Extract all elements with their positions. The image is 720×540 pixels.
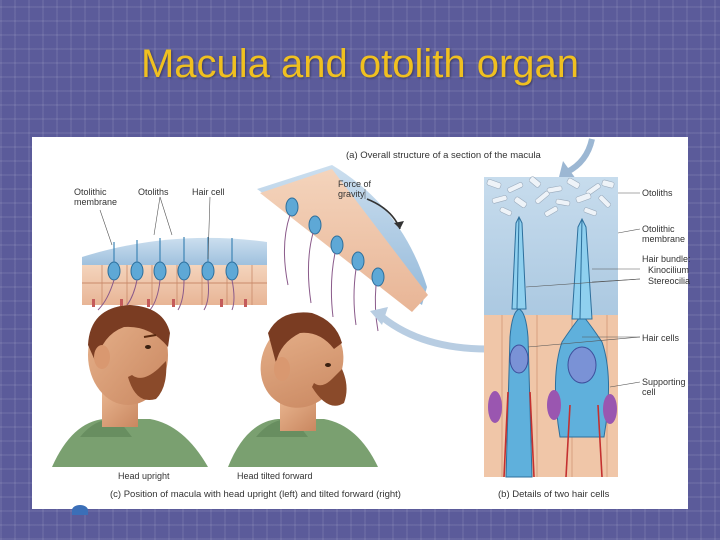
label-otoliths-b: Otoliths	[642, 188, 673, 198]
label-otolithic-membrane: Otolithic membrane	[74, 187, 118, 207]
label-hair-bundle: Hair bundle:	[642, 254, 691, 264]
macula-illustration	[52, 138, 641, 478]
macula-figure: (a) Overall structure of a section of th…	[32, 137, 691, 509]
label-hair-cells: Hair cells	[642, 333, 680, 343]
label-force-of-gravity: Force of gravity	[338, 179, 372, 199]
macula-section-flat	[82, 196, 267, 311]
label-hair-cell: Hair cell	[192, 187, 225, 197]
curved-arrows	[370, 138, 595, 353]
caption-c: (c) Position of macula with head upright…	[110, 489, 401, 500]
head-tilted-illustration	[228, 312, 378, 467]
slide-corner-marker	[72, 505, 88, 515]
caption-a: (a) Overall structure of a section of th…	[346, 150, 541, 161]
caption-b: (b) Details of two hair cells	[498, 489, 610, 500]
label-stereocilia: Stereocilia	[648, 276, 691, 286]
label-head-tilted: Head tilted forward	[237, 471, 313, 481]
head-upright-illustration	[52, 305, 208, 467]
label-supporting-cell: Supporting cell	[642, 377, 686, 397]
label-otolithic-membrane-b: Otolithic membrane	[642, 224, 686, 244]
label-kinocilium: Kinocilium	[648, 265, 690, 275]
macula-section-tilted	[257, 165, 428, 332]
hair-cell-detail	[484, 176, 641, 478]
label-head-upright: Head upright	[118, 471, 170, 481]
slide-title: Macula and otolith organ	[140, 42, 580, 86]
label-otoliths-a: Otoliths	[138, 187, 169, 197]
